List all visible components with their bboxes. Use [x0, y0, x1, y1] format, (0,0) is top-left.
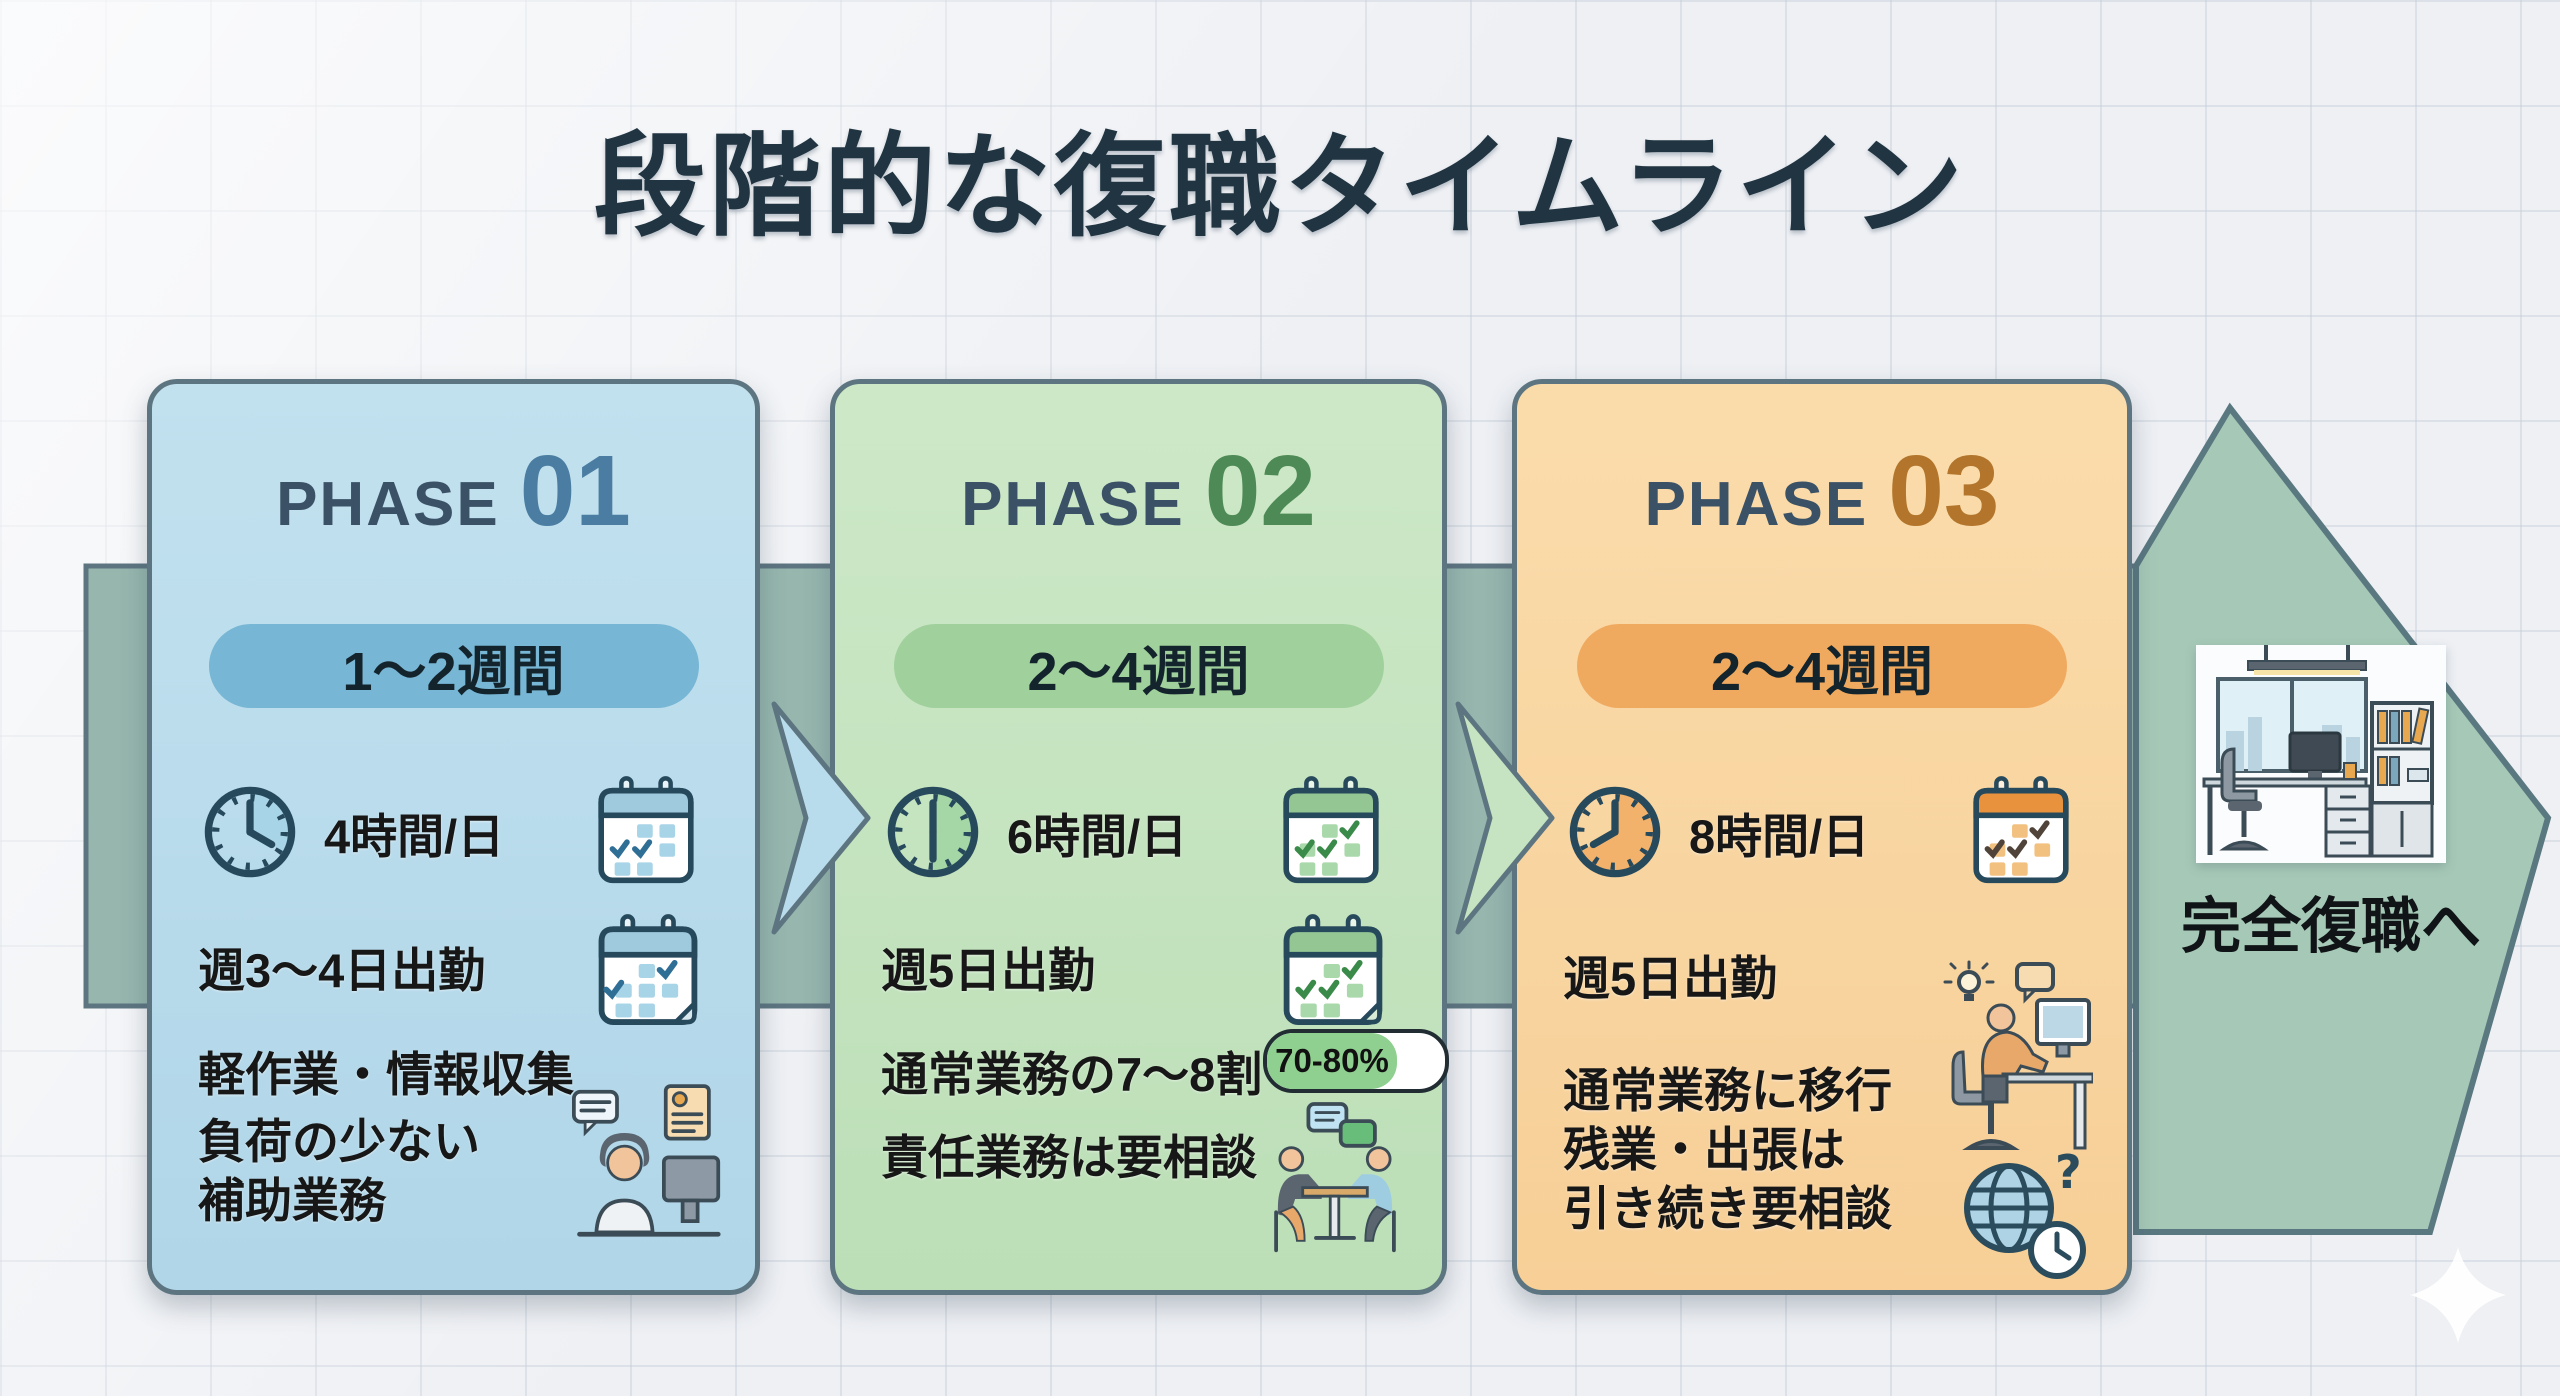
phase-3-duration-pill: 2〜4週間 — [1577, 624, 2067, 708]
calendar-icon — [1283, 776, 1379, 884]
phase-2-heading: PHASE 02 — [835, 435, 1442, 547]
clock-icon — [887, 786, 979, 878]
person-computer-icon — [572, 1084, 721, 1237]
phase-1-hours: 4時間/日 — [324, 809, 505, 863]
outcome-label: 完全復職へ — [2181, 893, 2481, 960]
phase-card-1: PHASE 01 1〜2週間 4時間/日 週3〜4日出勤 軽作業・情報収集 負荷… — [147, 379, 760, 1295]
office-scene — [2202, 645, 2434, 858]
phase-1-work-row: 軽作業・情報収集 — [198, 1036, 574, 1105]
phase-2-label: PHASE — [961, 470, 1185, 539]
calendar-icon — [1283, 914, 1383, 1025]
calendar-icon — [598, 776, 694, 884]
clock-icon — [204, 786, 296, 878]
phase-2-work-row: 通常業務の7〜8割 — [881, 1036, 1262, 1105]
progress-badge: 70-80% — [1263, 1029, 1449, 1093]
clock-icon — [1569, 786, 1661, 878]
phase-1-label: PHASE — [276, 470, 500, 539]
meeting-icon — [1274, 1102, 1396, 1253]
phase-3-label: PHASE — [1644, 470, 1869, 539]
phase-2-hours: 6時間/日 — [1007, 809, 1188, 863]
phase-card-2: PHASE 02 2〜4週間 6時間/日 週5日出勤 通常業務の7〜8割 70-… — [830, 379, 1449, 1295]
svg-text:?: ? — [2055, 1150, 2082, 1199]
sparkle-icon — [2410, 1247, 2506, 1343]
phase-3-note-line2: 引き続き要相談 — [1563, 1182, 1892, 1236]
phase-1-days-row: 週3〜4日出勤 — [198, 932, 485, 1001]
phase-3-hours-row: 8時間/日 — [1563, 780, 1869, 884]
phase-3-note-row: 残業・出張は 引き続き要相談 — [1563, 1120, 1892, 1238]
progress-label: 70-80% — [1275, 1042, 1389, 1079]
globe-question-icon: ? — [1964, 1150, 2086, 1279]
progress-fill — [1267, 1033, 1397, 1089]
phase-3-work-row: 通常業務に移行 — [1563, 1052, 1892, 1121]
desk-worker-icon — [1943, 960, 2093, 1150]
phase-1-heading: PHASE 01 — [152, 435, 755, 547]
calendar-icon — [598, 914, 698, 1025]
phase-1-hours-row: 4時間/日 — [198, 780, 504, 884]
phase-2-number: 02 — [1204, 435, 1316, 547]
phase-3-days-row: 週5日出勤 — [1563, 940, 1777, 1009]
office-illustration — [2196, 645, 2446, 863]
phase-2-note-row: 責任業務は要相談 — [881, 1119, 1257, 1188]
calendar-icon — [1973, 776, 2069, 884]
phase-1-days: 週3〜4日出勤 — [198, 944, 486, 997]
phase-1-note-line1: 負荷の少ない — [198, 1115, 480, 1168]
phase-2-days-row: 週5日出勤 — [881, 932, 1095, 1001]
phase-3-note-line1: 残業・出張は — [1563, 1123, 1845, 1176]
phase-1-number: 01 — [519, 435, 631, 547]
phase-3-number: 03 — [1888, 435, 2000, 547]
phase-3-heading: PHASE 03 — [1517, 435, 2127, 547]
phase-2-work: 通常業務の7〜8割 — [881, 1048, 1263, 1101]
phase-3-days: 週5日出勤 — [1563, 952, 1778, 1005]
phase-1-work: 軽作業・情報収集 — [198, 1048, 574, 1101]
phase-2-note-line1: 責任業務は要相談 — [881, 1131, 1257, 1184]
phase-3-work: 通常業務に移行 — [1563, 1064, 1892, 1117]
phase-2-hours-row: 6時間/日 — [881, 780, 1187, 884]
phase-card-3: PHASE 03 2〜4週間 8時間/日 週5日出勤 通常業務に移行 残業・出張… — [1512, 379, 2132, 1295]
phase-1-note-row: 負荷の少ない 補助業務 — [198, 1112, 480, 1230]
phase-2-duration-pill: 2〜4週間 — [893, 624, 1384, 708]
page-title: 段階的な復職タイムライン — [593, 124, 1967, 249]
phase-1-note-line2: 補助業務 — [198, 1174, 386, 1228]
phase-2-days: 週5日出勤 — [881, 944, 1096, 997]
phase-3-hours: 8時間/日 — [1689, 809, 1870, 863]
phase-1-duration-pill: 1〜2週間 — [208, 624, 699, 708]
